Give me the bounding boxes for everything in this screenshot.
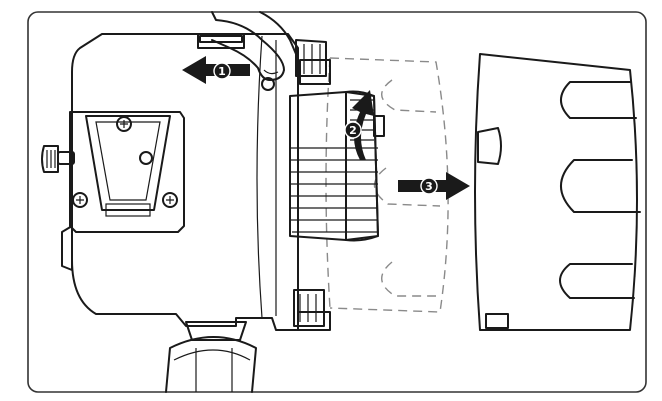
lock-knob [41,145,75,173]
heat-sink-fins [290,99,378,233]
plate-screw-bottom-left [72,192,88,208]
arrow-step-2 [352,90,374,160]
light-body [41,33,299,331]
heat-sink [289,90,385,242]
plate-screw-top-right [116,116,132,132]
step-badge-3: 3 [420,177,438,195]
bottom-latch [293,289,331,331]
step-badge-1: 1 [213,62,231,80]
tripod-mount [165,321,257,393]
frame-border [27,11,647,393]
finger-pressing-latch [211,11,297,81]
step-number-3: 3 [425,180,433,193]
latch-housing [197,33,331,91]
plate-screw-bottom-right [162,192,178,208]
plate-screw-center [139,151,153,165]
v-mount-plate [69,111,185,233]
detached-lens [474,53,641,331]
step-badge-2: 2 [344,121,362,139]
step-number-1: 1 [218,65,226,78]
step-number-2: 2 [349,124,357,137]
